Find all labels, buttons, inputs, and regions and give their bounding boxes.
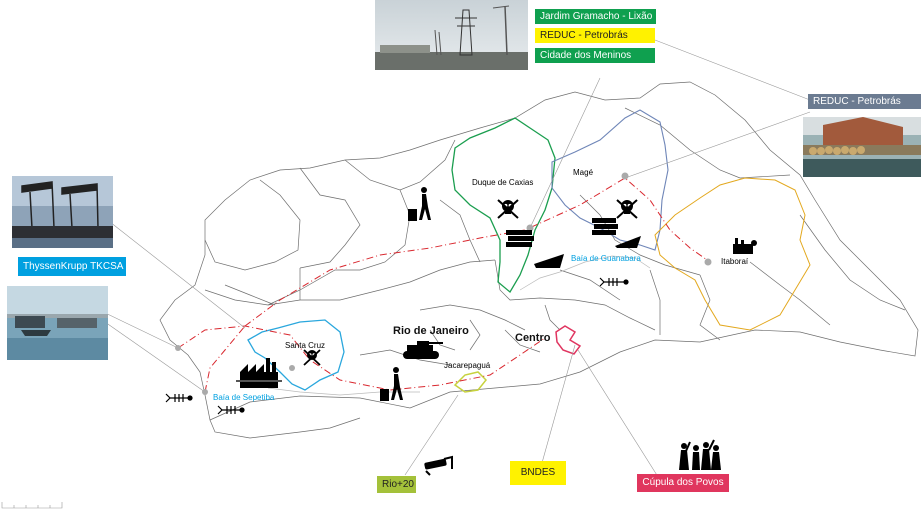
fish-skeleton-icon [599,277,629,287]
surveillance-camera-icon [424,455,453,476]
location-dots [175,172,712,395]
traveler-icon [408,187,431,221]
factory-icon [236,358,282,388]
itaborai-label: Itaboraí [721,257,749,266]
fish-skeleton-icon [165,393,193,403]
protesters-icon [679,439,721,470]
duque-de-caxias-label: Duque de Caxias [472,178,534,187]
cidade-dos-meninos-label: Cidade dos Meninos [535,48,655,63]
skull-icon [616,199,638,219]
pipes-icon [506,230,534,247]
mage-border [551,109,669,251]
skull-icon [303,349,321,366]
fish-skeleton-icon [217,405,245,415]
traveler-icon [380,367,403,401]
itaborai-border [654,177,811,331]
power-lines-image [375,0,528,70]
cupula-dos-povos-label: Cúpula dos Povos [637,474,729,492]
scale-bar [1,502,63,509]
logs-waterfront-image [803,117,921,177]
factory-icon [733,238,757,254]
ship-icon [534,254,564,268]
baia-de-guanabara-label: Baía de Guanabara [571,254,641,263]
bndes-label: BNDES [510,461,566,485]
centro-label: Centro [515,332,551,344]
rio20-label: Rio+20 [377,476,416,493]
mage-label: Magé [573,168,594,177]
pipes-icon [592,218,618,235]
jacarepagua-border [453,371,488,393]
baia-de-sepetiba-label: Baía de Sepetiba [213,393,275,402]
jardim-gramacho-label: Jardim Gramacho - Lixão [535,9,656,24]
dredging-barge-image [7,286,108,360]
reduc-petrobras-right-label: REDUC - Petrobrás [808,94,921,109]
ship-icon [615,236,641,248]
thyssenkrupp-label: ThyssenKrupp TKCSA [18,257,126,276]
reduc-petrobras-top-label: REDUC - Petrobrás [535,28,655,43]
municipality-outlines [159,81,919,439]
tank-icon [403,341,443,359]
jacarepagua-label: Jacarepaguá [444,361,491,370]
port-photo-sepetiba [7,286,108,360]
cranes-image [12,176,113,248]
centro-border [555,325,582,355]
port-photo-reduc [803,117,921,177]
route-line [177,177,711,393]
industrial-photo [375,0,528,70]
rio-de-janeiro-label: Rio de Janeiro [393,325,469,337]
duque-de-caxias-border [451,117,556,293]
santa-cruz-label: Santa Cruz [285,341,326,350]
leader-lines [94,39,811,481]
skull-icon [497,199,519,219]
port-photo-thyssenkrupp [12,176,113,248]
